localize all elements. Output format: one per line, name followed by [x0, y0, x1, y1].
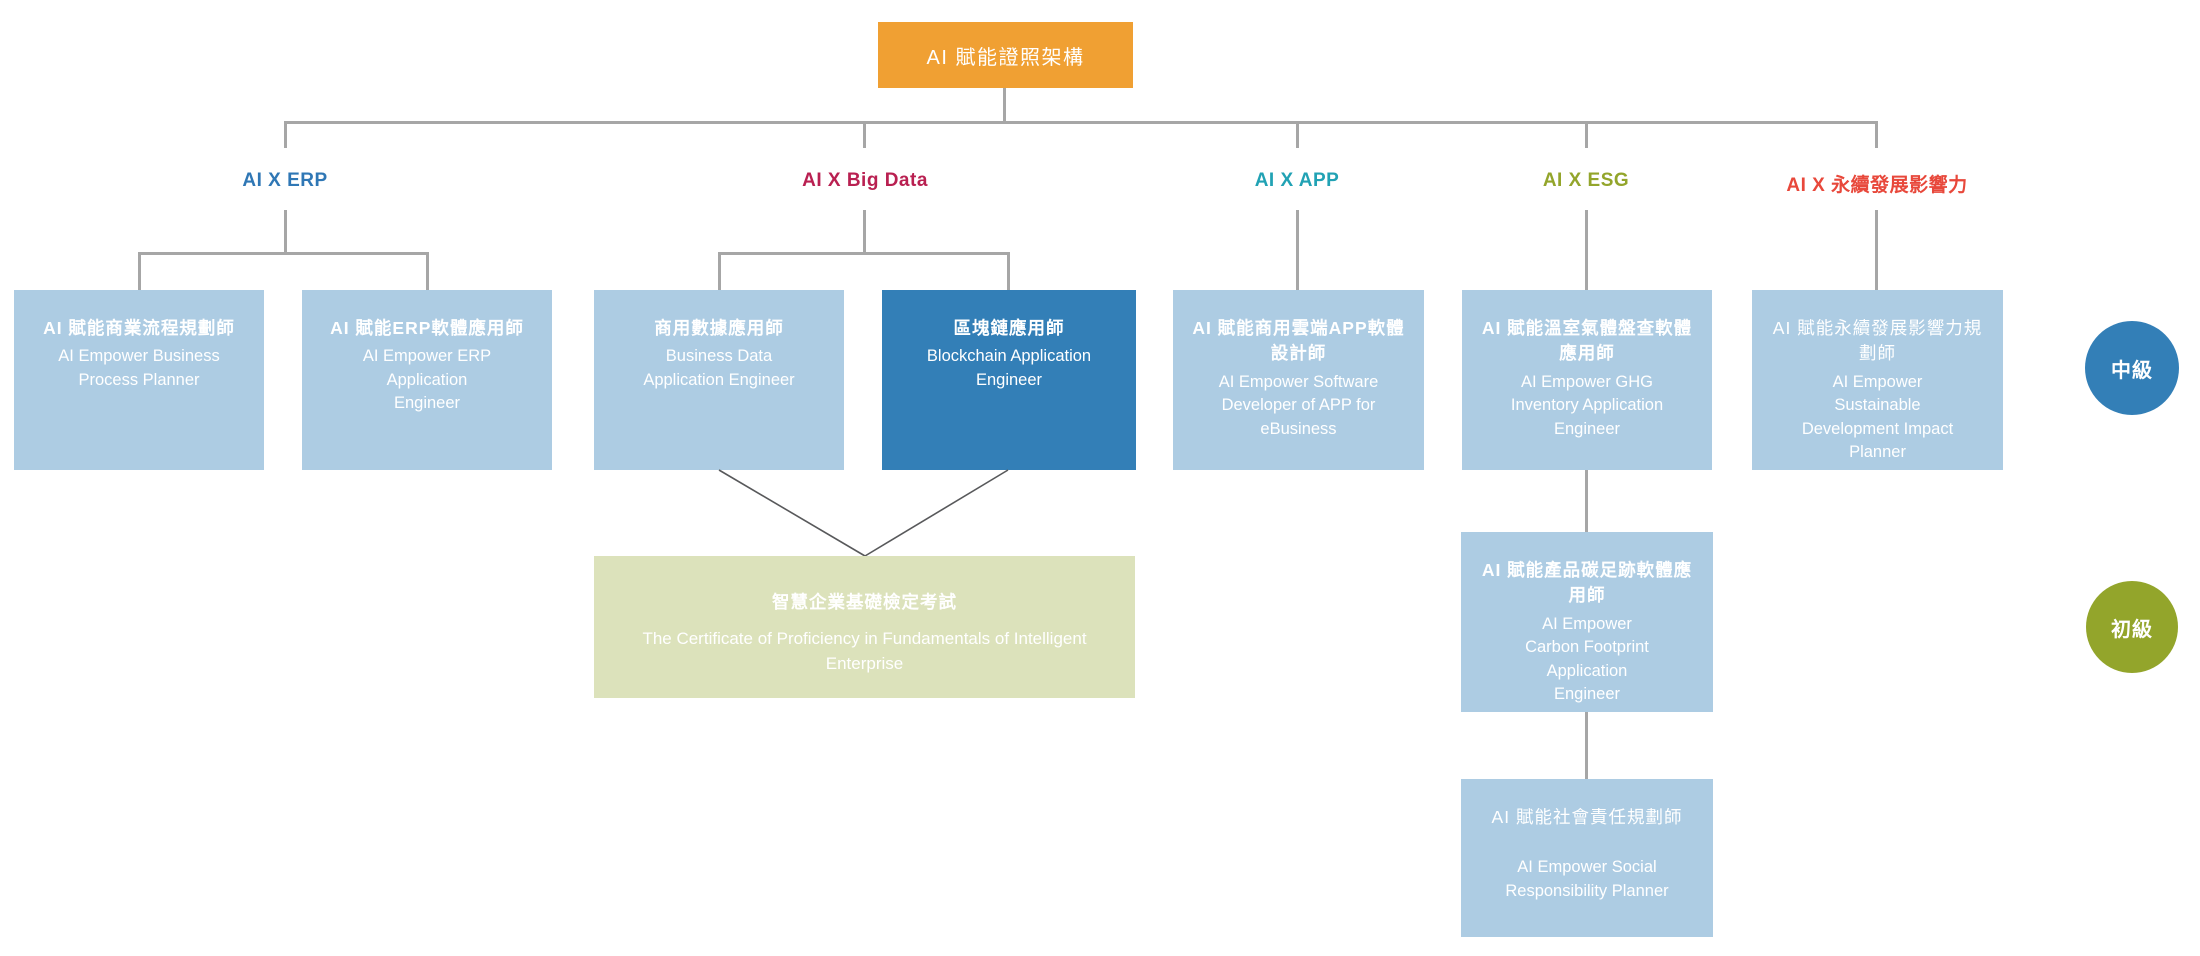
card-blockchain-application-engineer: 區塊鏈應用師 Blockchain Application Engineer	[882, 290, 1136, 470]
connector-bigdata-left-stub	[718, 252, 721, 290]
connector-branch-stub-esg	[1585, 121, 1588, 148]
card-title-zh: 區塊鏈應用師	[953, 318, 1065, 338]
card-title-en: AI Empower Social Responsibility Planner	[1505, 858, 1669, 900]
connector-erp-split	[138, 252, 429, 255]
connector-branch-stub-sustain	[1875, 121, 1878, 148]
connector-esg-chain-1	[1585, 470, 1588, 532]
connector-branch-stub-erp	[284, 121, 287, 148]
card-title-en: AI Empower GHG Inventory Application Eng…	[1510, 372, 1664, 438]
card-title-zh: AI 賦能社會責任規劃師	[1491, 807, 1683, 827]
card-app-software-developer: AI 賦能商用雲端APP軟體設計師 AI Empower Software De…	[1173, 290, 1424, 470]
card-business-process-planner: AI 賦能商業流程規劃師 AI Empower Business Process…	[14, 290, 264, 470]
level-badge-label: 初級	[2111, 618, 2153, 641]
root-node-certification-framework: AI 賦能證照架構	[878, 22, 1133, 88]
connector-erp-left-stub	[138, 252, 141, 290]
branch-label-app: AI X APP	[1254, 170, 1340, 191]
card-title-en: AI Empower Business Process Planner	[58, 347, 220, 389]
connector-merge-diagonals	[718, 469, 1009, 557]
connector-bigdata-split	[718, 252, 1010, 255]
card-title-en: AI Empower Carbon Footprint Application …	[1525, 614, 1649, 704]
card-title-zh: AI 賦能產品碳足跡軟體應用師	[1481, 560, 1693, 606]
level-badge-beginner: 初級	[2086, 581, 2178, 673]
connector-branch-stub-app	[1296, 121, 1299, 148]
card-title-zh: AI 賦能ERP軟體應用師	[330, 318, 524, 338]
connector-bigdata-right-stub	[1007, 252, 1010, 290]
branch-label-esg: AI X ESG	[1542, 170, 1630, 191]
card-title-en: AI Empower Sustainable Development Impac…	[1801, 372, 1954, 462]
connector-branch-stub-bigdata	[863, 121, 866, 148]
card-social-responsibility-planner: AI 賦能社會責任規劃師 AI Empower Social Responsib…	[1461, 779, 1713, 937]
card-erp-application-engineer: AI 賦能ERP軟體應用師 AI Empower ERP Application…	[302, 290, 552, 470]
card-title-en: AI Empower Software Developer of APP for…	[1218, 372, 1379, 438]
card-carbon-footprint-engineer: AI 賦能產品碳足跡軟體應用師 AI Empower Carbon Footpr…	[1461, 532, 1713, 712]
level-badge-label: 中級	[2111, 359, 2153, 382]
connector-bigdata-down	[863, 210, 866, 254]
card-business-data-application-engineer: 商用數據應用師 Business Data Application Engine…	[594, 290, 844, 470]
connector-erp-down	[284, 210, 287, 254]
connector-main-horizontal	[284, 121, 1877, 124]
card-title-en: AI Empower ERP Application Engineer	[362, 347, 492, 413]
connector-esg-chain-2	[1585, 712, 1588, 779]
connector-app-down	[1296, 210, 1299, 290]
card-title-zh: 商用數據應用師	[654, 318, 784, 338]
connector-root-stub	[1003, 88, 1006, 122]
branch-label-bigdata: AI X Big Data	[802, 170, 928, 191]
card-title-en: Business Data Application Engineer	[643, 347, 795, 389]
card-sustainable-development-planner: AI 賦能永續發展影響力規劃師 AI Empower Sustainable D…	[1752, 290, 2003, 470]
card-title-zh: AI 賦能商業流程規劃師	[43, 318, 235, 338]
branch-label-sustain: AI X 永續發展影響力	[1786, 175, 1968, 196]
card-ghg-inventory-engineer: AI 賦能溫室氣體盤查軟體應用師 AI Empower GHG Inventor…	[1462, 290, 1712, 470]
card-title-zh: AI 賦能永續發展影響力規劃師	[1772, 318, 1983, 364]
connector-sustain-down	[1875, 210, 1878, 290]
exam-title-en: The Certificate of Proficiency in Fundam…	[642, 629, 1087, 673]
card-title-en: Blockchain Application Engineer	[926, 347, 1092, 389]
card-title-zh: AI 賦能溫室氣體盤查軟體應用師	[1481, 318, 1693, 364]
card-title-zh: AI 賦能商用雲端APP軟體設計師	[1192, 318, 1405, 364]
level-badge-intermediate: 中級	[2085, 321, 2179, 415]
connector-erp-right-stub	[426, 252, 429, 290]
exam-title-zh: 智慧企業基礎檢定考試	[772, 592, 957, 612]
branch-label-erp: AI X ERP	[242, 170, 328, 191]
connector-esg-down	[1585, 210, 1588, 290]
exam-node-fundamentals-certificate: 智慧企業基礎檢定考試 The Certificate of Proficienc…	[594, 556, 1135, 698]
root-node-label: AI 賦能證照架構	[926, 46, 1085, 69]
